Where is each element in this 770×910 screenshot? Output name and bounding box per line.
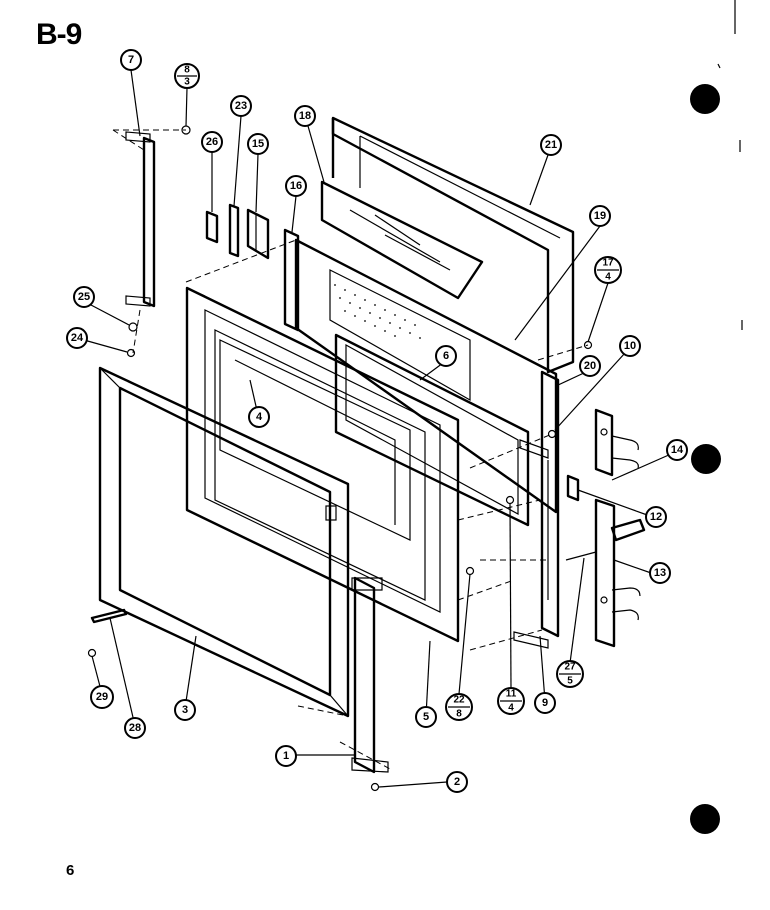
callout-c6: 6 <box>435 345 457 367</box>
callout-label: 29 <box>96 691 108 703</box>
part-26-latch-strip <box>205 210 219 244</box>
callout-label: 18 <box>299 110 311 122</box>
callout-label-bottom: 8 <box>456 709 462 720</box>
part-18-glass-panel <box>320 180 484 300</box>
callout-label: 9 <box>542 697 548 709</box>
binder-hole-top <box>690 84 720 114</box>
callout-c27_5: 275 <box>556 660 584 688</box>
callout-label: 28 <box>129 722 141 734</box>
callout-c17_4: 174 <box>594 256 622 284</box>
callout-c24: 24 <box>66 327 88 349</box>
callout-label-top: 22 <box>453 695 465 706</box>
leader-lines <box>83 69 672 788</box>
callout-label-top: 27 <box>564 662 576 673</box>
part-5-middle-frame <box>185 286 460 643</box>
callout-c20: 20 <box>579 355 601 377</box>
callout-c14: 14 <box>666 439 688 461</box>
callout-label: 4 <box>256 411 263 423</box>
callout-label: 13 <box>654 567 666 579</box>
callout-c2: 2 <box>446 771 468 793</box>
callout-c23: 23 <box>230 95 252 117</box>
part-12-small-latch <box>566 474 580 502</box>
binder-hole-middle <box>691 444 721 474</box>
callout-label-top: 8 <box>184 65 190 76</box>
part-6-inner-frame <box>334 333 530 527</box>
callout-label: 25 <box>78 291 90 303</box>
callout-label: 15 <box>252 138 264 150</box>
callout-c28: 28 <box>124 717 146 739</box>
callout-c8_3: 83 <box>174 63 200 89</box>
part-14-upper-interlock <box>594 408 639 477</box>
callout-label-bottom: 3 <box>184 77 190 88</box>
callout-label: 14 <box>671 444 684 456</box>
callout-c25: 25 <box>73 286 95 308</box>
part-23-gasket-strip <box>228 203 240 258</box>
alignment-lines <box>112 129 589 771</box>
binder-hole-bottom <box>690 804 720 834</box>
callout-label-bottom: 5 <box>567 676 573 687</box>
callout-label: 20 <box>584 360 596 372</box>
part-21-outer-cover <box>331 116 575 374</box>
callout-label: 2 <box>454 776 460 788</box>
callout-label: 21 <box>545 139 557 151</box>
callout-c12: 12 <box>645 506 667 528</box>
part-4-choke-piece <box>219 339 411 541</box>
callout-c22_8: 228 <box>445 693 473 721</box>
part-28-bracket <box>90 608 128 624</box>
callout-label: 26 <box>206 136 218 148</box>
callout-c29: 29 <box>90 685 114 709</box>
callout-c3: 3 <box>174 699 196 721</box>
callout-label: 19 <box>594 210 606 222</box>
callout-label: 10 <box>624 340 636 352</box>
part-1-handle-bar <box>351 576 389 774</box>
callout-c18: 18 <box>294 105 316 127</box>
callout-label-bottom: 4 <box>605 272 611 283</box>
callout-c19: 19 <box>589 205 611 227</box>
callout-label: 7 <box>128 54 134 66</box>
callout-c1: 1 <box>275 745 297 767</box>
part-13-lower-interlock <box>594 498 646 648</box>
callout-c9: 9 <box>534 692 556 714</box>
callout-label-top: 17 <box>602 258 614 269</box>
part-16-mounting-strip <box>283 228 300 332</box>
callout-label-top: 11 <box>506 689 517 700</box>
callout-label: 12 <box>650 511 662 523</box>
callout-c7: 7 <box>120 49 142 71</box>
edge-marks <box>717 0 743 330</box>
callout-c11_4: 114 <box>497 687 525 715</box>
part-19-perforated-panel <box>294 238 558 514</box>
callout-label: 1 <box>283 750 289 762</box>
callout-label: 16 <box>290 180 302 192</box>
callout-label: 3 <box>182 704 188 716</box>
callout-label: 23 <box>235 100 247 112</box>
callout-label: 6 <box>443 350 449 362</box>
callout-label: 24 <box>71 332 84 344</box>
part-7-hinge-bar <box>125 131 156 308</box>
callout-c5: 5 <box>415 706 437 728</box>
callout-c21: 21 <box>540 134 562 156</box>
part-3-outer-door <box>98 366 350 718</box>
callout-c4: 4 <box>248 406 270 428</box>
callout-label-bottom: 4 <box>508 703 514 714</box>
perforation-pattern <box>334 284 421 339</box>
part-15-choke-strip <box>246 208 270 260</box>
callout-label: 5 <box>423 711 429 723</box>
page-title: B-9 <box>36 18 82 51</box>
page-number: 6 <box>66 862 75 879</box>
callout-c15: 15 <box>247 133 269 155</box>
callout-c13: 13 <box>649 562 671 584</box>
callout-c26: 26 <box>201 131 223 153</box>
callout-c16: 16 <box>285 175 307 197</box>
callout-c10: 10 <box>619 335 641 357</box>
